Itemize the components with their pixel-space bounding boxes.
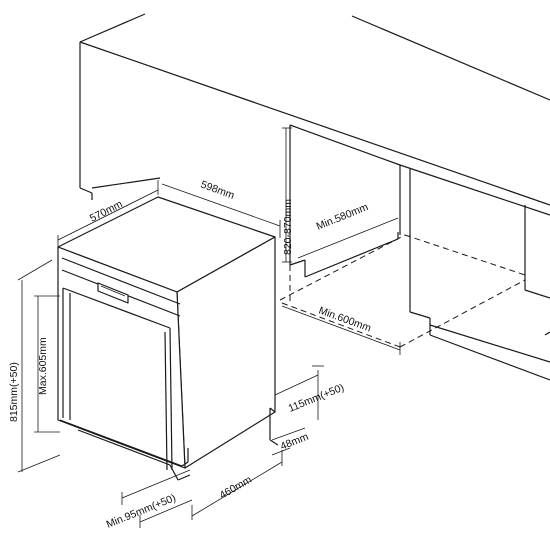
cabinet-outline xyxy=(79,13,550,381)
dimension-lines xyxy=(17,127,401,528)
label-foot-clearance: Min.95mm(+50) xyxy=(105,492,178,531)
label-plinth-gap: 48mm xyxy=(279,431,311,453)
dishwasher xyxy=(57,196,279,481)
label-niche-depth: Min.580mm xyxy=(315,201,371,233)
label-height-total: 815mm(+50) xyxy=(8,362,20,422)
label-plinth-height: 115mm(+50) xyxy=(287,382,346,415)
label-niche-height: 820-870mm xyxy=(282,199,294,255)
label-niche-width: Min.600mm xyxy=(317,305,373,335)
label-width-top: 598mm xyxy=(199,179,236,202)
niche-floor-dashed xyxy=(279,210,526,348)
label-plinth-depth: 460mm xyxy=(218,474,255,502)
label-door-height: Max.605mm xyxy=(37,337,49,395)
